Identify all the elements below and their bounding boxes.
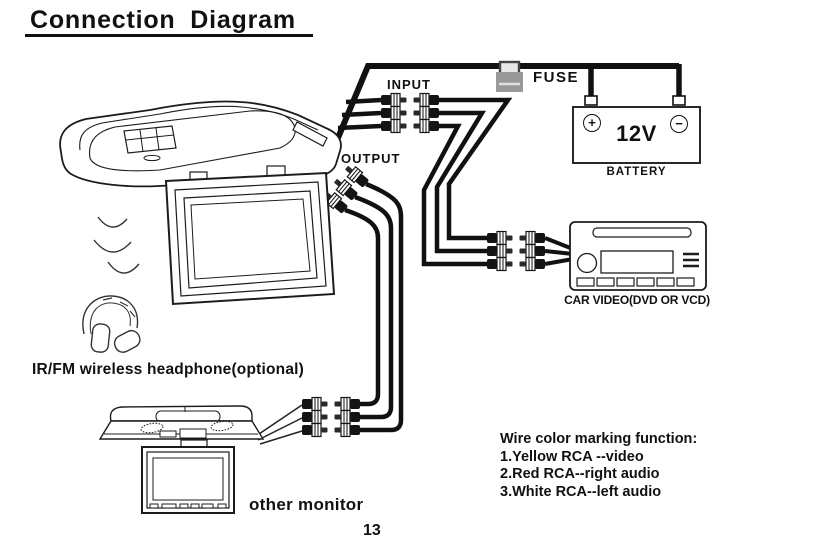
rca-plug-icon [486,256,514,272]
speaker-grill [210,420,234,432]
display [600,250,674,274]
rca-plug-icon [486,243,514,259]
note-item: 2.Red RCA--right audio [500,466,660,482]
battery-positive-terminal [584,95,598,106]
battery-voltage-label: 12V [616,121,657,146]
disc-slot [592,227,692,238]
note-item: 3.White RCA--left audio [500,483,662,500]
volume-knob [576,252,598,274]
rca-jack-icon [518,243,546,259]
battery-label: BATTERY [606,166,667,178]
dvd-rca-pairs [486,230,546,272]
ir-window [292,121,328,147]
headphone-illustration [82,295,141,353]
rca-plug-icon [380,105,408,121]
rca-plug-icon [380,118,408,134]
headphone-label: IR/FM wireless headphone(optional) [32,361,305,378]
rca-jack-icon [412,92,440,108]
rca-jack-icon [333,409,361,425]
other-monitor-leads [255,404,303,445]
rca-plug-icon [301,396,329,412]
rca-jack-icon [412,118,440,134]
rca-jack-icon [518,230,546,246]
output-cables [344,181,404,433]
screen-buttons [149,503,227,509]
speaker-grill [140,422,164,434]
output-label: OUTPUT [341,151,401,166]
ir-waves-icon [93,216,140,274]
power-wire [332,63,682,147]
car-video-unit-illustration [569,221,707,291]
battery-positive-icon: + [583,114,601,132]
input-rca-pairs [380,92,440,134]
wire-color-notes: Wire color marking function: 1.Yellow RC… [500,431,697,501]
rca-jack-icon [333,396,361,412]
input-cables [337,97,513,267]
unit-buttons [576,277,695,287]
notes-heading: Wire color marking function: [500,431,698,447]
rca-plug-icon [301,422,329,438]
vent-lines [683,252,699,268]
rca-jack-icon [412,105,440,121]
battery-negative-terminal [672,95,686,106]
rca-plug-icon [301,409,329,425]
note-item: 1.Yellow RCA --video [500,448,644,465]
other-monitor-illustration [98,405,265,514]
flip-screen [141,446,235,514]
roof-monitor-illustration [59,100,342,306]
title-underline [25,34,313,37]
other-monitor-rca-pairs [301,396,361,438]
fuse-icon [496,60,523,92]
battery-negative-icon: − [670,115,688,133]
fuse-label: FUSE [533,69,580,86]
keypad [123,125,177,162]
dvd-stub-cables [544,236,574,266]
rca-plug-icon [486,230,514,246]
page-title: Connection Diagram [30,6,296,34]
input-label: INPUT [387,77,431,92]
page-number: 13 [363,522,381,539]
other-monitor-label: other monitor [249,495,364,514]
rca-jack-icon [518,256,546,272]
flip-screen [164,171,336,306]
rca-plug-icon [380,92,408,108]
car-video-label: CAR VIDEO(DVD OR VCD) [564,293,710,307]
rca-jack-icon [333,422,361,438]
